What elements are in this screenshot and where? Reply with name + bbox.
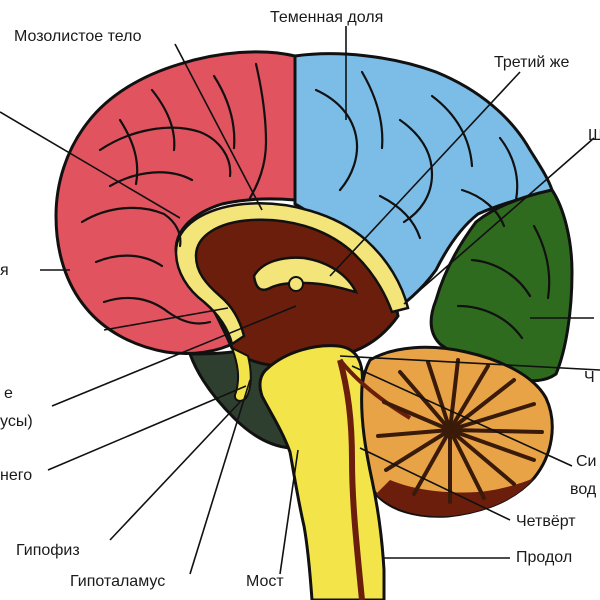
label-cerebellum-partial: Ч: [584, 369, 595, 386]
pituitary-shape: [230, 345, 252, 402]
leader-lines: [0, 26, 600, 575]
pineal-dot: [288, 276, 304, 292]
label-pituitary: Гипофиз: [16, 542, 80, 559]
parietal-gyri: [314, 70, 519, 240]
occipital-gyri: [456, 224, 551, 340]
label-frontal-partial: я: [0, 262, 9, 279]
label-limbic-partial-2: усы): [0, 413, 33, 430]
label-hypothalamus: Гипоталамус: [70, 573, 165, 590]
aqueduct-line: [338, 358, 412, 420]
label-pons: Мост: [246, 573, 284, 590]
label-fourth-ventricle-partial: Четвёрт: [516, 513, 576, 530]
cerebellum-striations: [376, 358, 544, 504]
cerebellum-rim: [376, 478, 534, 517]
label-aqueduct-partial-2: вод: [570, 481, 597, 498]
label-midbrain-partial: него: [0, 467, 32, 484]
label-corpus-callosum: Мозолистое тело: [14, 28, 142, 45]
label-limbic-partial-1: е: [4, 385, 13, 402]
corpus-callosum-shape: [174, 202, 410, 347]
label-third-ventricle: Третий же: [494, 54, 569, 71]
label-occipital-partial: Ш: [588, 127, 600, 144]
label-aqueduct-partial-1: Си: [576, 453, 597, 470]
thalamus-ring: [252, 256, 359, 294]
medulla-stem: [337, 359, 365, 600]
label-parietal-lobe: Теменная доля: [270, 9, 383, 26]
frontal-gyri: [80, 62, 268, 325]
label-medulla-partial: Продол: [516, 549, 572, 566]
